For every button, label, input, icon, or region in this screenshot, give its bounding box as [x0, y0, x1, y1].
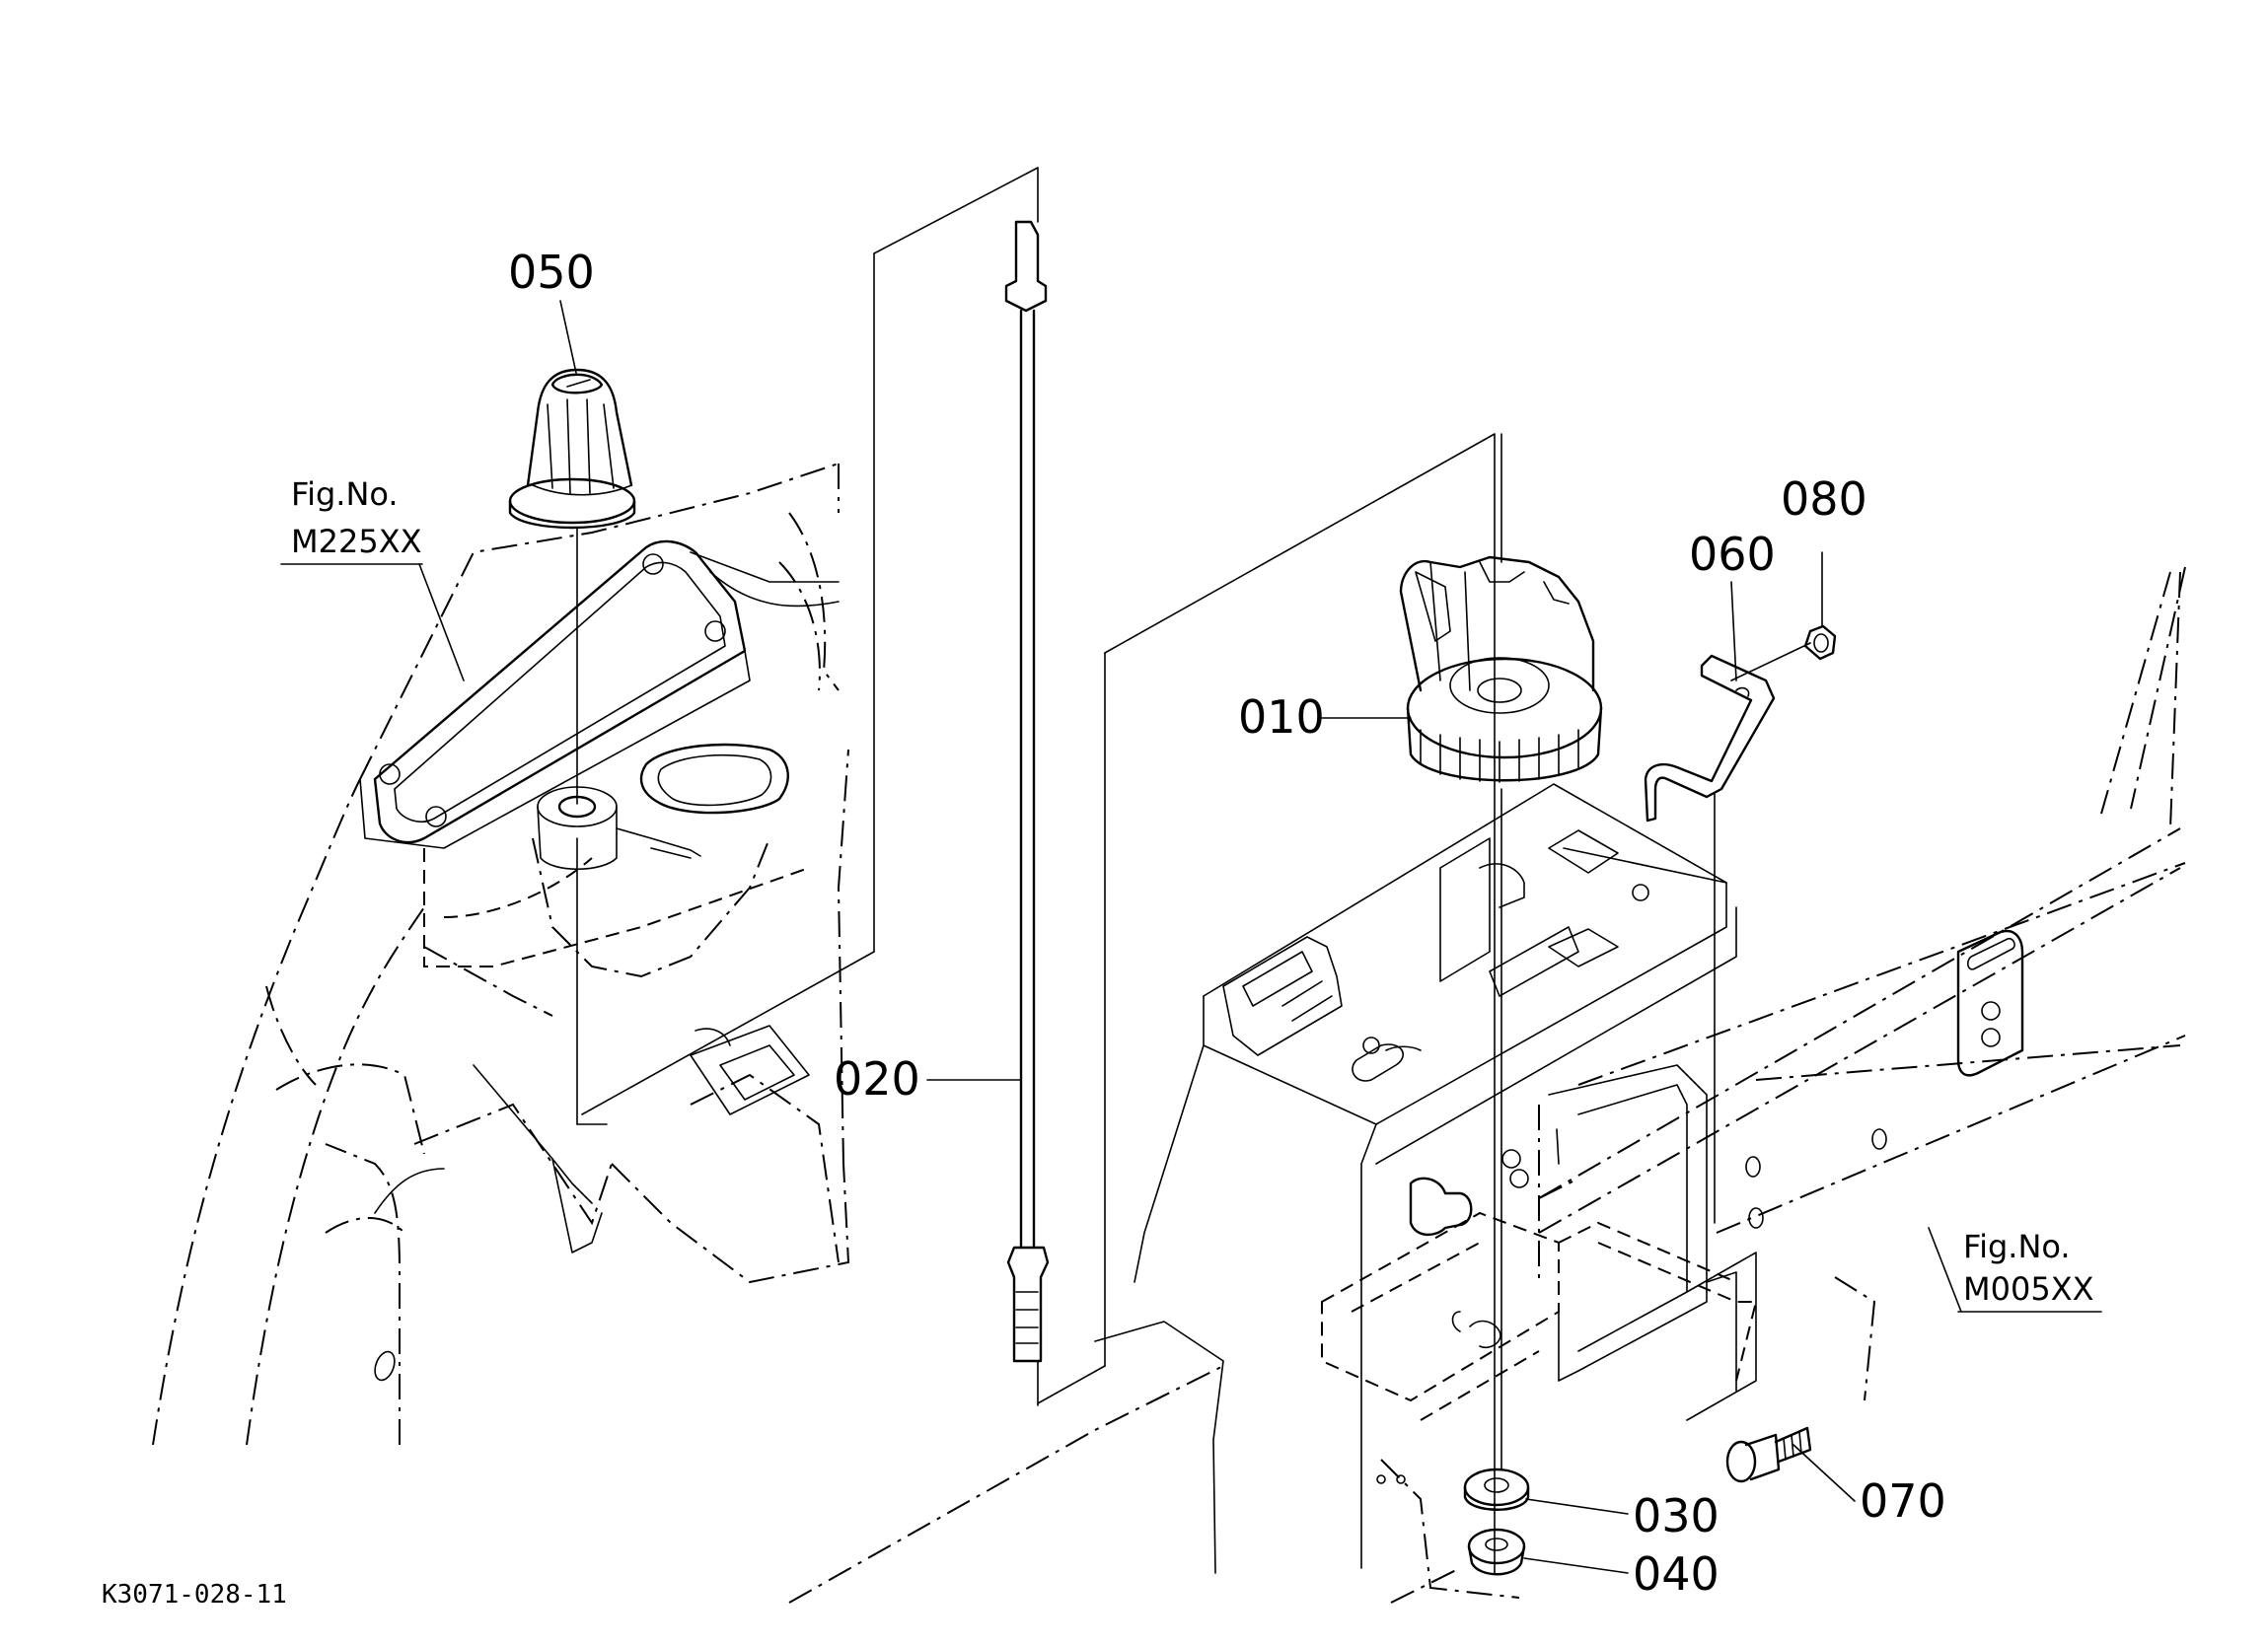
part-010-cap — [1399, 555, 1603, 783]
part-060-spring-plate — [1644, 654, 1776, 823]
part-030-washer — [1463, 1468, 1530, 1511]
ref-left-line1: Fig.No. — [291, 475, 399, 513]
leader-lines — [280, 300, 2102, 1574]
frame-beam-m005xx — [1538, 566, 2186, 1282]
label-040: 040 — [1633, 1547, 1719, 1601]
label-060: 060 — [1689, 528, 1776, 581]
label-030: 030 — [1633, 1489, 1719, 1542]
label-010: 010 — [1238, 690, 1325, 744]
label-080: 080 — [1781, 472, 1867, 526]
part-labels: 050 010 020 060 080 030 040 070 — [508, 246, 1946, 1601]
ref-left-line2: M225XX — [291, 523, 422, 560]
ref-right-line1: Fig.No. — [1963, 1228, 2071, 1265]
label-020: 020 — [834, 1052, 920, 1106]
label-050: 050 — [508, 246, 595, 299]
part-020-rod — [581, 167, 1106, 1406]
left-housing-assembly — [152, 463, 850, 1446]
part-050-knob — [508, 368, 636, 530]
ref-right-line2: M005XX — [1963, 1270, 2094, 1308]
part-070-bolt — [1725, 1426, 1812, 1483]
figure-references: Fig.No. M225XX Fig.No. M005XX — [291, 475, 2094, 1308]
right-bracket-assembly — [788, 433, 1876, 1604]
label-070: 070 — [1860, 1474, 1946, 1528]
part-040-nut — [1467, 1528, 1526, 1576]
part-080-nut — [1803, 624, 1837, 661]
alignment-lines — [576, 433, 1811, 1470]
drawing-code: K3071-028-11 — [102, 1580, 287, 1610]
